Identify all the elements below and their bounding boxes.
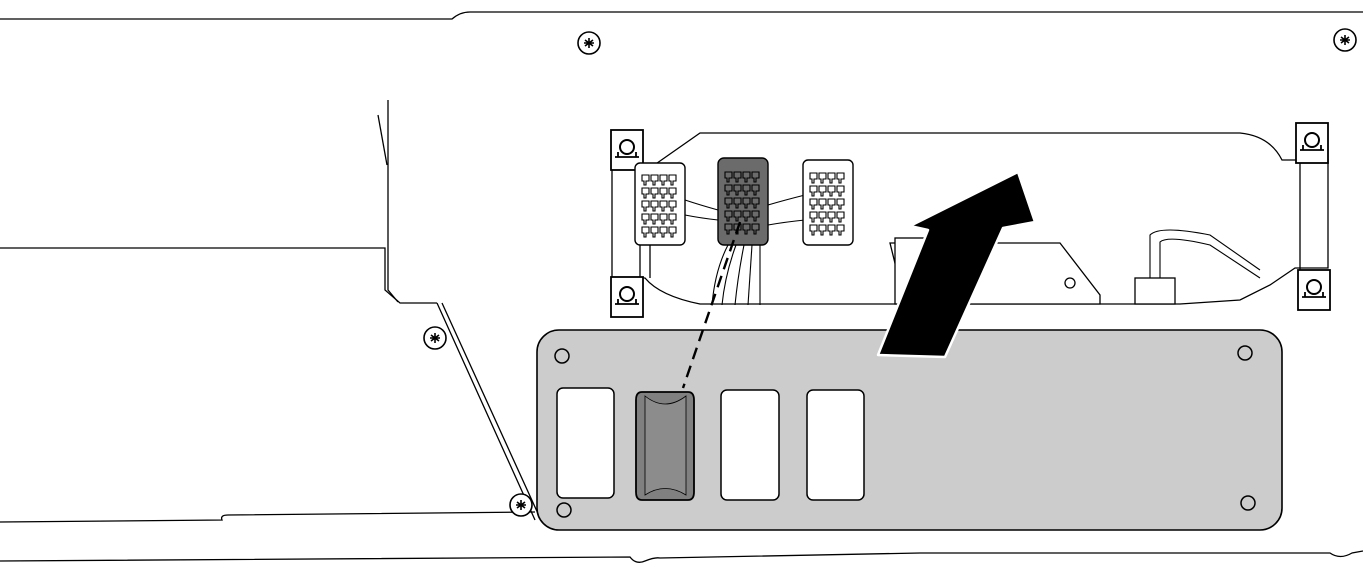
left-support [387, 100, 399, 303]
diagonal-brace [436, 302, 536, 521]
connection-leader-line [681, 221, 742, 389]
panel-hole [1237, 345, 1253, 361]
switch-slot [806, 389, 865, 501]
screw-icon [509, 493, 533, 517]
clip-icon [610, 276, 644, 318]
clip-icon [1295, 122, 1329, 164]
wire-harness [684, 194, 1261, 306]
clip-icon [1297, 269, 1331, 311]
rocker-switch-icon [635, 391, 695, 501]
connector-left [634, 162, 686, 246]
screw-icon [1333, 28, 1357, 52]
bottom-edge [0, 550, 1363, 563]
top-edge [0, 11, 1363, 20]
panel-hole [1240, 495, 1256, 511]
screw-icon [577, 31, 601, 55]
frame-lines [0, 11, 1363, 563]
left-inner-edge [0, 247, 437, 304]
switch-slot [720, 389, 780, 501]
screw-icon [423, 326, 447, 350]
connector-highlighted [717, 157, 769, 246]
switch-panel [536, 329, 1283, 531]
switch-slot [556, 387, 615, 499]
lower-rail [0, 511, 536, 523]
panel-hole [556, 502, 572, 518]
connector-right [802, 159, 854, 246]
diagonal-brace-inner [441, 302, 541, 519]
left-support-mark [377, 114, 388, 166]
panel-hole [554, 348, 570, 364]
direction-arrow-icon [876, 170, 1037, 359]
